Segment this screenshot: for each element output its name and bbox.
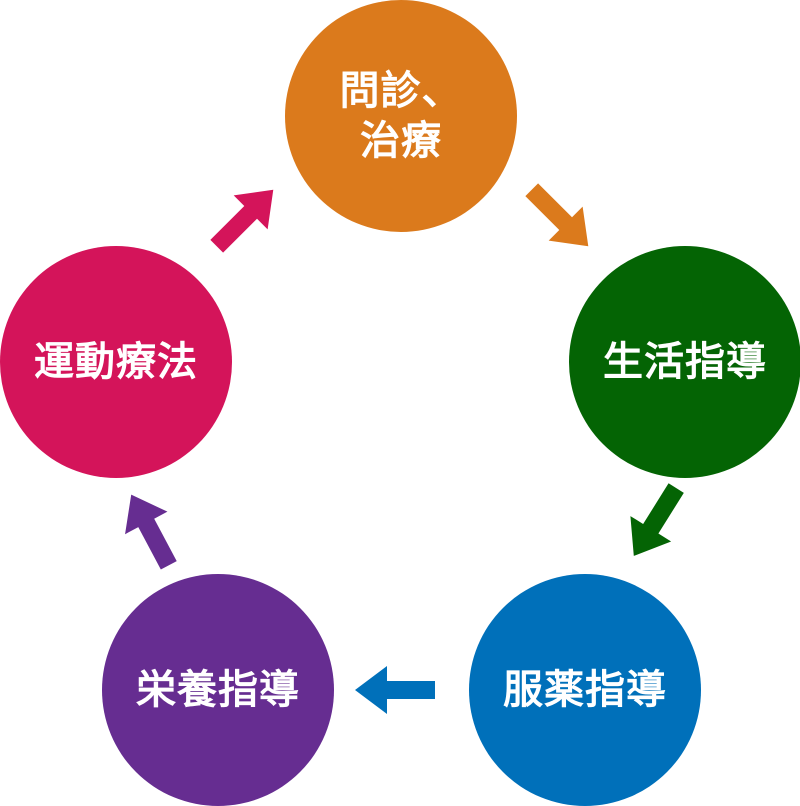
node-lifestyle: 生活指導 xyxy=(569,246,800,478)
node-consultation: 問診、 治療 xyxy=(285,0,517,232)
node-label: 生活指導 xyxy=(603,339,767,385)
node-exercise: 運動療法 xyxy=(0,246,232,478)
arrow-nutrition-to-exercise xyxy=(125,494,177,570)
arrow-medication-to-nutrition xyxy=(355,666,435,714)
node-label: 栄養指導 xyxy=(136,667,300,713)
arrow-consultation-to-lifestyle xyxy=(525,183,589,247)
node-label: 服薬指導 xyxy=(503,667,667,713)
arrow-exercise-to-consultation xyxy=(210,189,274,253)
arrow-lifestyle-to-medication xyxy=(630,483,684,556)
node-label: 問診、 治療 xyxy=(339,68,463,164)
node-medication: 服薬指導 xyxy=(469,574,701,806)
node-label: 運動療法 xyxy=(34,339,198,385)
node-nutrition: 栄養指導 xyxy=(102,574,334,806)
